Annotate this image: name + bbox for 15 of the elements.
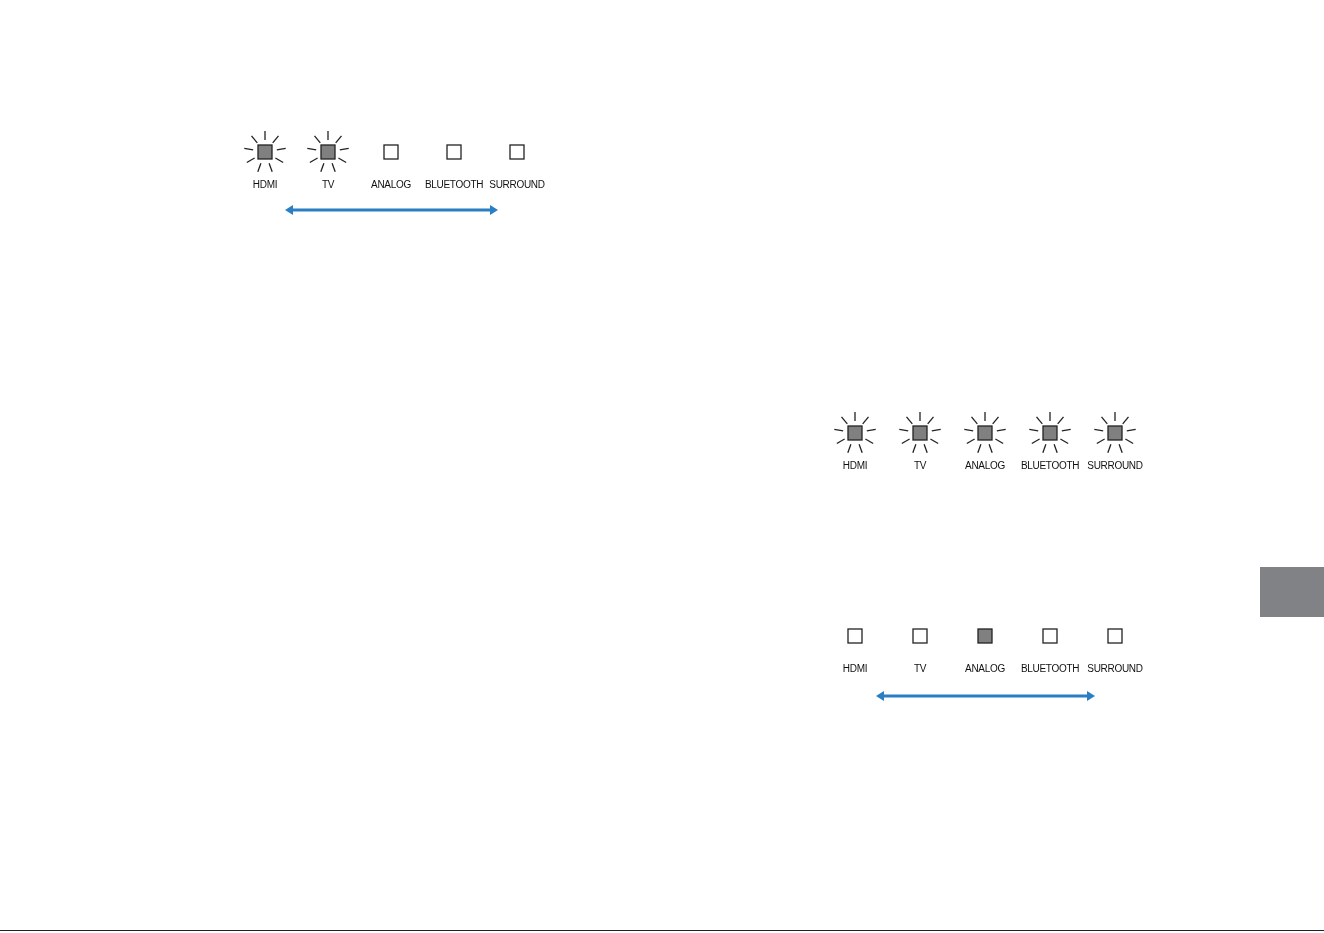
led-label: TV bbox=[912, 460, 928, 472]
led-label: BLUETOOTH bbox=[424, 179, 484, 191]
led-label: SURROUND bbox=[1086, 663, 1144, 675]
led-label: HDMI bbox=[841, 460, 869, 472]
led-label: BLUETOOTH bbox=[1020, 460, 1080, 472]
led-label: BLUETOOTH bbox=[1020, 663, 1080, 675]
led-label: ANALOG bbox=[964, 460, 1006, 472]
led-label: HDMI bbox=[841, 663, 869, 675]
led-label: ANALOG bbox=[370, 179, 412, 191]
led-label: TV bbox=[320, 179, 336, 191]
led-label: ANALOG bbox=[964, 663, 1006, 675]
led-label: TV bbox=[912, 663, 928, 675]
led-label: HDMI bbox=[251, 179, 279, 191]
led-label: SURROUND bbox=[1086, 460, 1144, 472]
led-label: SURROUND bbox=[488, 179, 546, 191]
